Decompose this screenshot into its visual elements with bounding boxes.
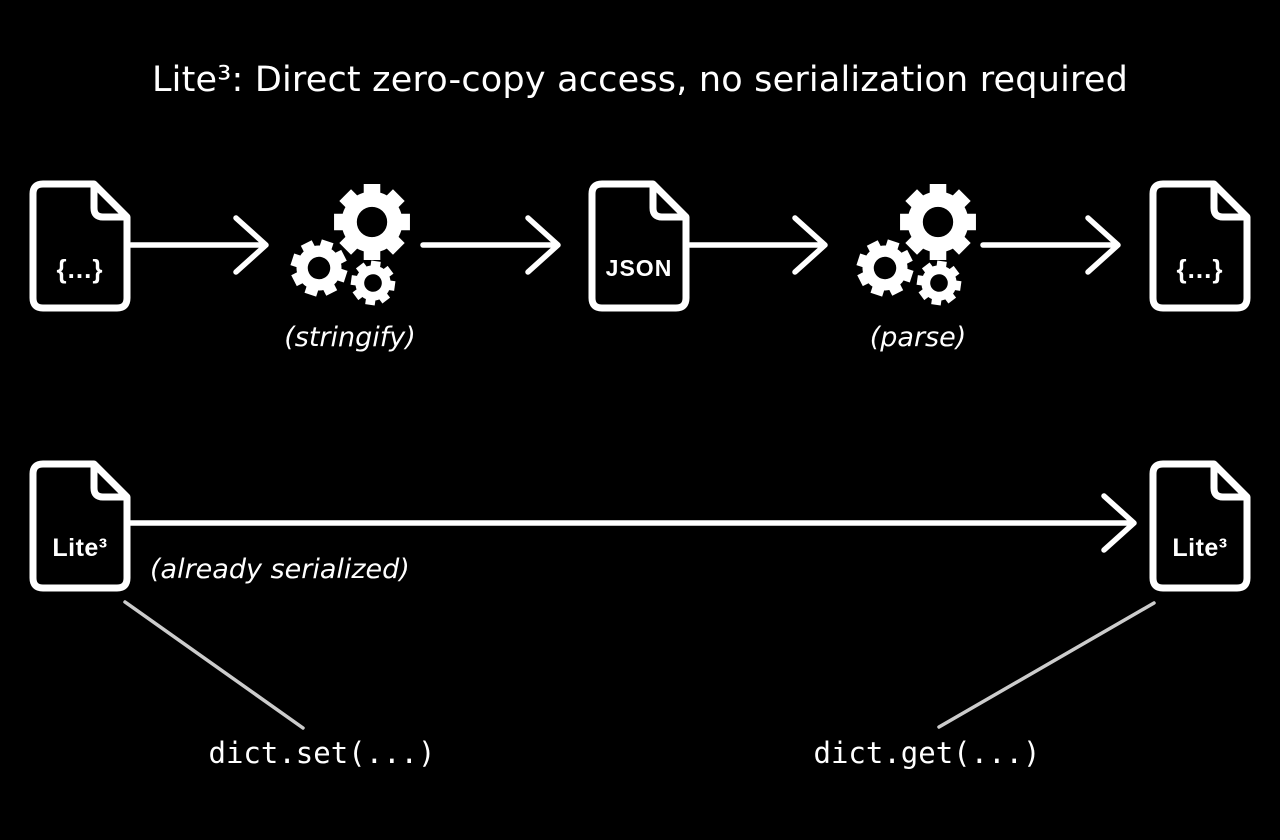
dict-set-label: dict.set(...) (208, 736, 436, 770)
source-file-label: {...} (56, 254, 104, 285)
long-arrow-right-icon (128, 493, 1137, 553)
lite3-source-label: Lite³ (52, 534, 108, 563)
get-pointer-line (937, 601, 1156, 729)
lite3-source-file-icon: Lite³ (28, 459, 132, 593)
arrow-right-icon (687, 215, 828, 275)
json-file-icon: JSON (587, 179, 691, 313)
json-file-label: JSON (605, 255, 673, 282)
dict-get-label: dict.get(...) (813, 736, 1041, 770)
parse-label: (parse) (869, 322, 967, 353)
arrow-right-icon (128, 215, 269, 275)
dest-file-label: {...} (1176, 254, 1224, 285)
lite3-dest-label: Lite³ (1172, 534, 1228, 563)
arrow-right-icon (980, 215, 1121, 275)
dest-file-icon: {...} (1148, 179, 1252, 313)
source-file-icon: {...} (28, 179, 132, 313)
lite3-dest-file-icon: Lite³ (1148, 459, 1252, 593)
stringify-label: (stringify) (284, 322, 416, 353)
diagram-title: Lite³: Direct zero-copy access, no seria… (151, 60, 1128, 100)
arrow-right-icon (420, 215, 561, 275)
already-serialized-label: (already serialized) (150, 554, 410, 585)
set-pointer-line (123, 600, 305, 730)
